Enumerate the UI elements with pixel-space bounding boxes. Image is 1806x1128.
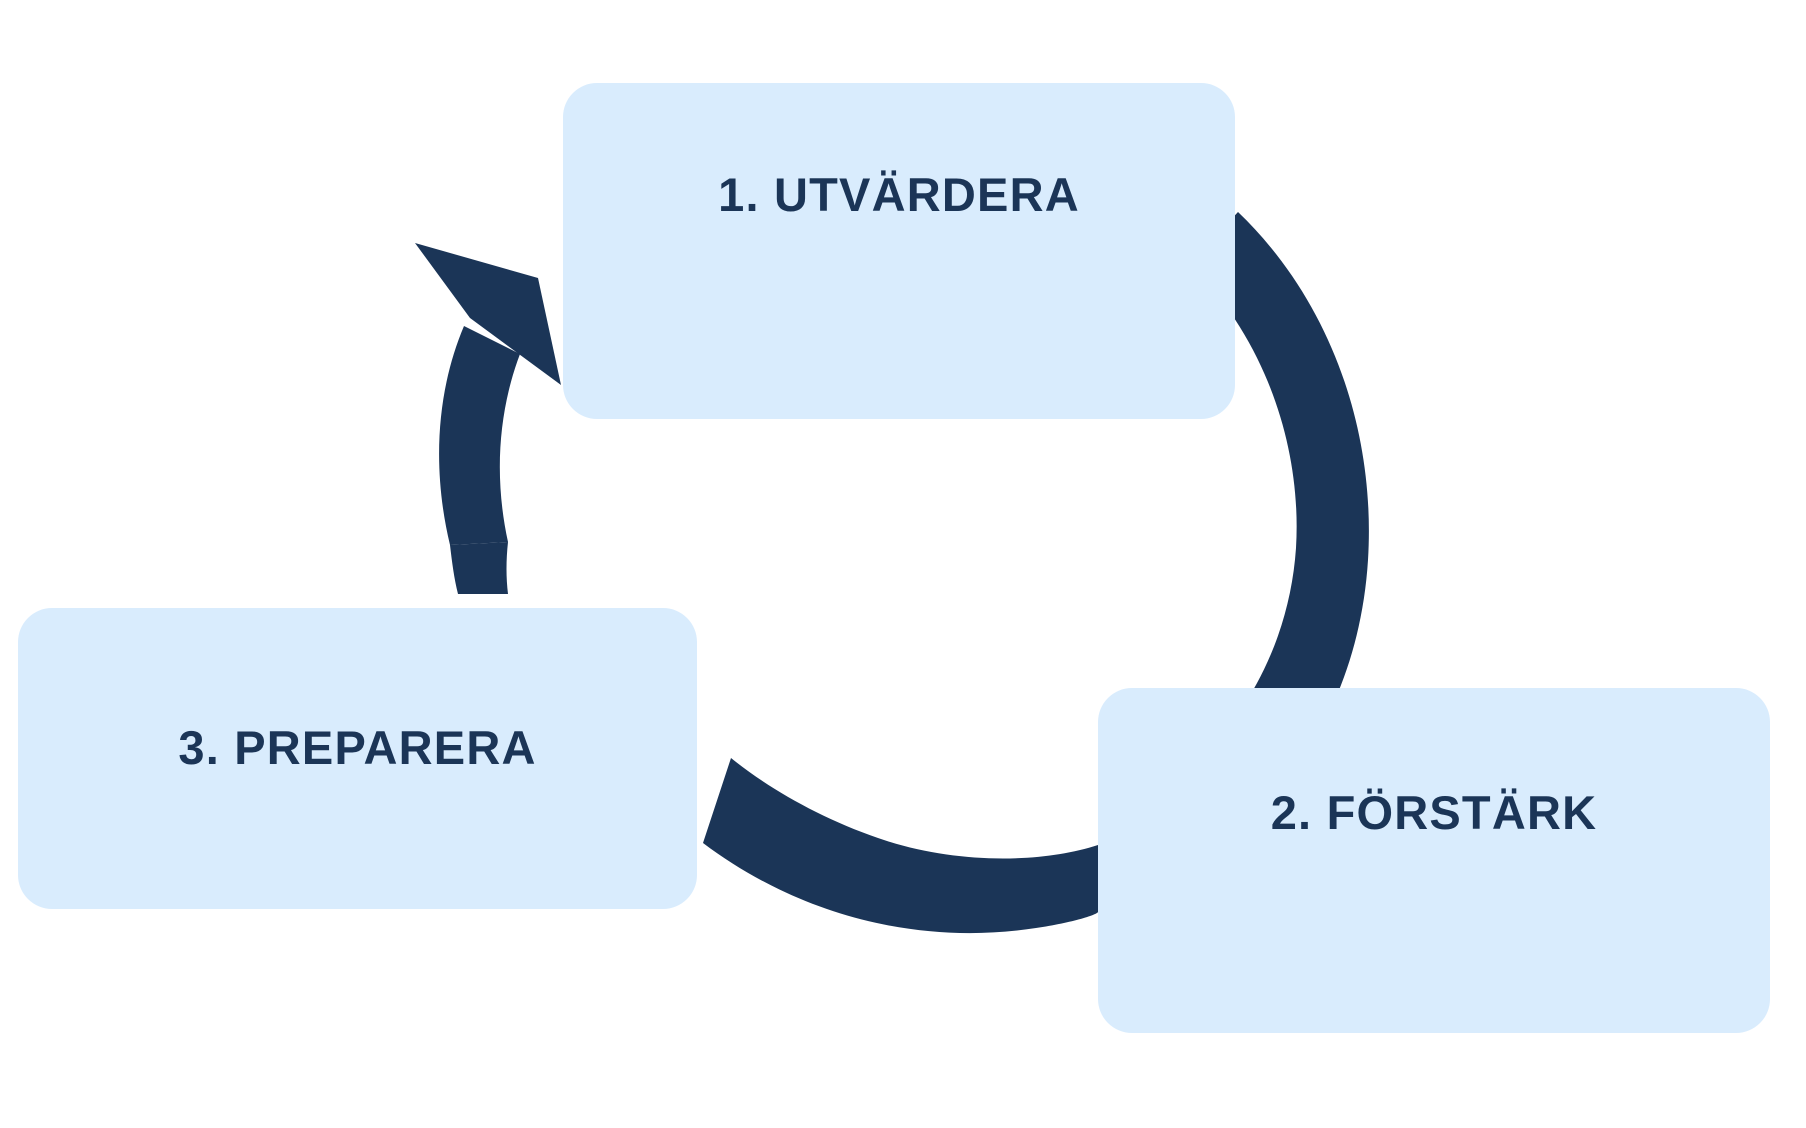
arrow-segment-left-tail [450,542,508,594]
node-reinforce[interactable]: 2. FÖRSTÄRK [1098,688,1770,1033]
arrow-segment-right [1186,212,1369,836]
node-prepare-label: 3. PREPARERA [178,720,537,774]
node-prepare[interactable]: 3. PREPARERA [18,608,697,909]
arrow-segment-left [439,326,520,545]
node-evaluate[interactable]: 1. UTVÄRDERA [563,83,1235,419]
node-evaluate-label: 1. UTVÄRDERA [718,168,1080,222]
node-reinforce-label: 2. FÖRSTÄRK [1270,785,1598,839]
arrowhead-icon [415,243,561,385]
arrow-segment-bottom [703,758,1099,934]
